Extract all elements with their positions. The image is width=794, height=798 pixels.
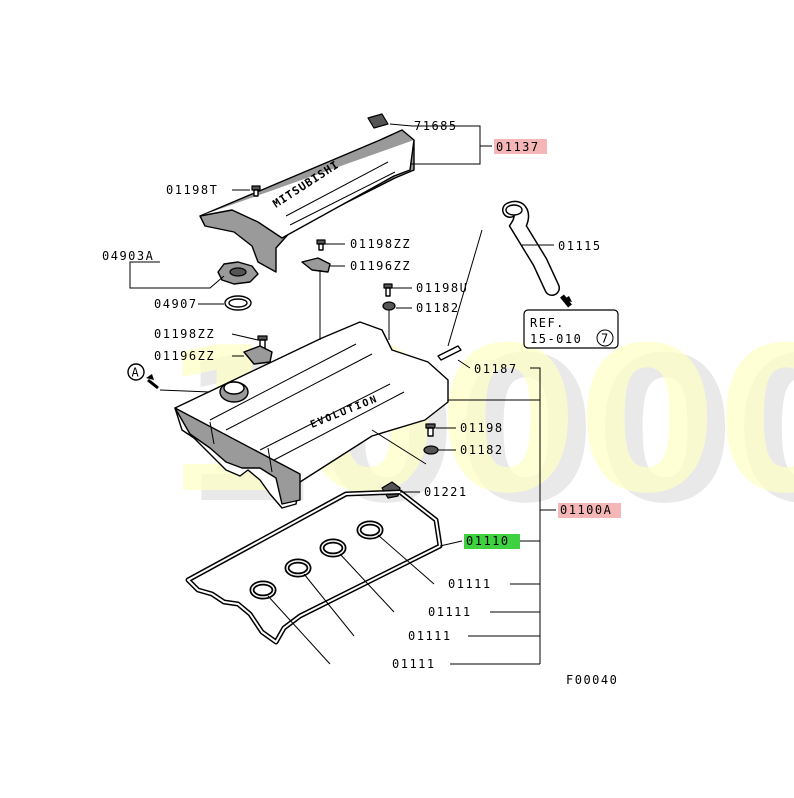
plug-seal-1[interactable]	[356, 520, 384, 540]
label-01100a[interactable]: 01100A	[560, 503, 612, 517]
valve-cover-gasket[interactable]	[185, 489, 443, 645]
label-01198zz-upper[interactable]: 01198ZZ	[350, 237, 411, 251]
label-01196zz-upper[interactable]: 01196ZZ	[350, 259, 411, 273]
label-01111-c[interactable]: 01111	[408, 629, 452, 643]
label-01182-upper[interactable]: 01182	[416, 301, 460, 315]
ref-box-line2: 15-010	[530, 332, 582, 346]
highlight-01137	[494, 139, 547, 154]
figure-code: F00040	[566, 673, 618, 687]
label-01198[interactable]: 01198	[460, 421, 504, 435]
washer-01182-upper[interactable]	[382, 301, 396, 311]
label-71685[interactable]: 71685	[414, 119, 458, 133]
washer-01182-lower[interactable]	[423, 445, 439, 455]
label-01187[interactable]: 01187	[474, 362, 518, 376]
label-01111-d[interactable]: 01111	[392, 657, 436, 671]
ref-box-circle-number: 7	[601, 332, 610, 346]
label-01198u[interactable]: 01198U	[416, 281, 468, 295]
bolt-01198u[interactable]	[383, 283, 393, 297]
o-ring-04907[interactable]	[224, 295, 252, 311]
label-01221[interactable]: 01221	[424, 485, 468, 499]
emblem-part[interactable]	[367, 113, 389, 129]
highlight-01110	[464, 534, 520, 549]
bolt-01198zz-upper[interactable]	[316, 239, 326, 251]
label-01196zz-lower[interactable]: 01196ZZ	[154, 349, 215, 363]
label-01137[interactable]: 01137	[496, 140, 540, 154]
plug-seal-4[interactable]	[249, 580, 277, 600]
bolt-01198[interactable]	[425, 423, 436, 437]
ref-box-line1: REF.	[530, 316, 565, 330]
bracket-01196zz-upper[interactable]	[301, 257, 331, 273]
label-01198zz-lower[interactable]: 01198ZZ	[154, 327, 215, 341]
engine-cover[interactable]: MITSUBISHI	[199, 129, 415, 273]
bolt-01198t[interactable]	[251, 185, 261, 197]
bracket-01196zz-lower[interactable]	[243, 345, 273, 365]
label-04907[interactable]: 04907	[154, 297, 198, 311]
label-01115[interactable]: 01115	[558, 239, 602, 253]
label-01111-b[interactable]: 01111	[428, 605, 472, 619]
ref-box[interactable]: REF. 15-010 7	[523, 309, 619, 349]
oil-filler-cap[interactable]	[217, 261, 259, 285]
stud-01187[interactable]	[437, 345, 462, 361]
bolt-01198zz-lower[interactable]	[257, 335, 268, 349]
leader-lines	[129, 123, 556, 665]
label-01198t[interactable]: 01198T	[166, 183, 218, 197]
breather-hose[interactable]	[502, 200, 572, 308]
label-04903a[interactable]: 04903A	[102, 249, 154, 263]
ref-a-letter: A	[132, 366, 140, 380]
ref-a-marker: A	[127, 363, 159, 390]
label-01110[interactable]: 01110	[466, 534, 510, 548]
label-01182-lower[interactable]: 01182	[460, 443, 504, 457]
plug-seal-2[interactable]	[319, 538, 347, 558]
valve-cover[interactable]: EVOLUTION	[174, 321, 449, 509]
highlight-01100a	[558, 503, 621, 518]
label-01111-a[interactable]: 01111	[448, 577, 492, 591]
plug-seal-3[interactable]	[284, 558, 312, 578]
